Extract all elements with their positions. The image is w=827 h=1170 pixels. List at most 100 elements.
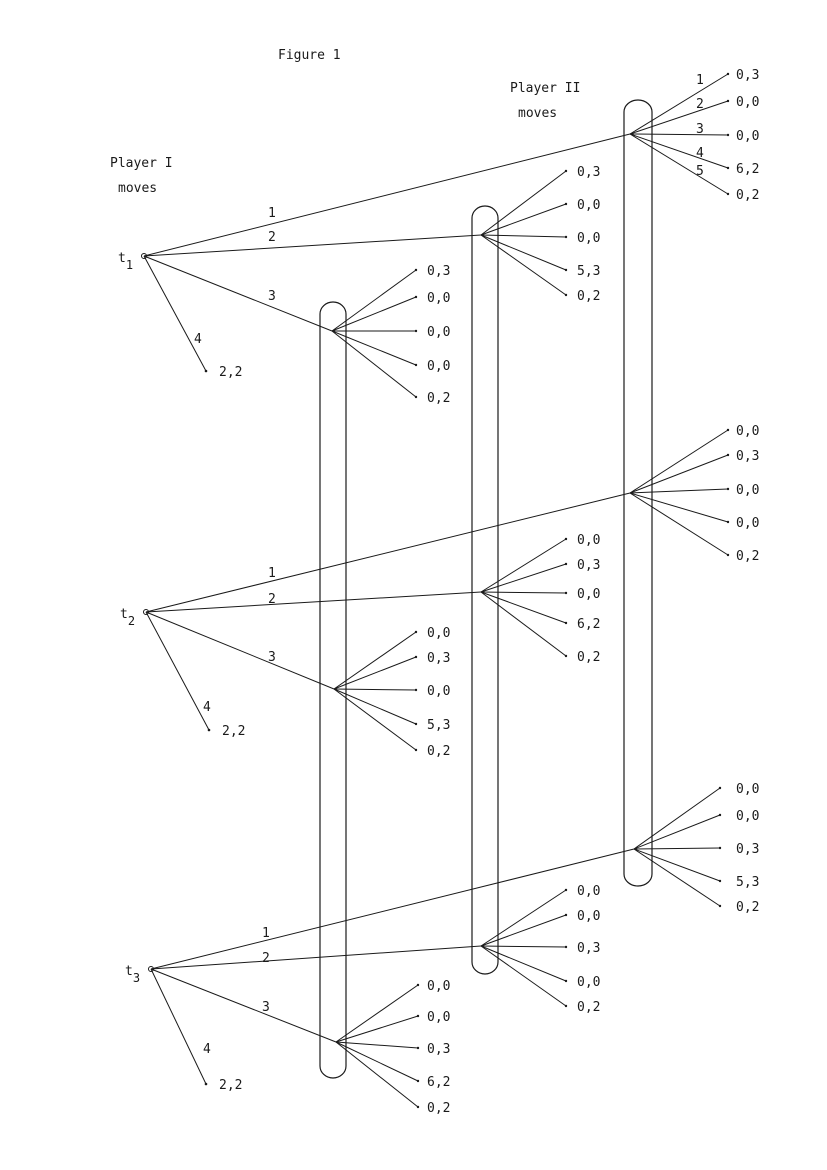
payoff-label: 5,3 <box>577 264 600 279</box>
payoff-label: 2,2 <box>219 365 242 380</box>
terminal-node <box>564 945 568 949</box>
response-edge <box>335 1041 419 1049</box>
payoff-label: 0,2 <box>577 289 600 304</box>
payoff-label: 0,0 <box>427 359 450 374</box>
response-edge <box>633 848 721 907</box>
payoff-label: 0,3 <box>736 842 759 857</box>
payoff-label: 6,2 <box>427 1075 450 1090</box>
response-edge <box>480 538 567 593</box>
response-edge <box>480 591 567 594</box>
response-edge <box>629 488 729 494</box>
terminal-node <box>414 630 418 634</box>
terminal-node <box>564 293 568 297</box>
branch-label-2: 2 <box>696 97 704 112</box>
payoff-label: 0,3 <box>736 449 759 464</box>
terminal-node <box>564 1004 568 1008</box>
payoff-label: 0,2 <box>427 1101 450 1116</box>
payoff-label: 0,2 <box>736 900 759 915</box>
player2-label-line1: Player II <box>510 81 580 96</box>
move-label-4: 4 <box>203 700 211 715</box>
terminal-node <box>718 786 722 790</box>
move-label-3: 3 <box>262 1000 270 1015</box>
response-edge <box>333 688 417 751</box>
move-label-2: 2 <box>262 951 270 966</box>
move-label-2: 2 <box>268 230 276 245</box>
player1-label: Player I moves <box>110 156 173 196</box>
terminal-node <box>416 1014 420 1018</box>
terminal-node <box>414 748 418 752</box>
payoff-label: 0,0 <box>736 424 759 439</box>
response-edge <box>335 1015 419 1043</box>
terminal-node <box>564 202 568 206</box>
response-edge <box>633 847 721 850</box>
information-set-a <box>623 99 653 887</box>
edge-t1-move-3 <box>143 255 333 332</box>
terminal-node <box>726 192 730 196</box>
payoff-label: 0,2 <box>736 188 759 203</box>
response-edge <box>633 787 721 850</box>
branch-label-3: 3 <box>696 122 704 137</box>
edge-t2-move-2 <box>145 591 482 613</box>
response-edge <box>480 945 567 948</box>
payoff-label: 0,0 <box>427 979 450 994</box>
payoff-label: 0,3 <box>427 651 450 666</box>
payoff-label: 0,0 <box>427 325 450 340</box>
payoff-label: 5,3 <box>427 718 450 733</box>
response-edge <box>480 945 567 982</box>
terminal-node <box>564 913 568 917</box>
terminal-node <box>564 537 568 541</box>
move-label-1: 1 <box>268 206 276 221</box>
move-label-1: 1 <box>268 566 276 581</box>
branch-label-5: 5 <box>696 164 704 179</box>
edge-t2-move-1 <box>145 492 631 613</box>
response-edge <box>629 492 729 556</box>
payoff-label: 0,0 <box>577 909 600 924</box>
terminal-node <box>414 688 418 692</box>
terminal-node <box>718 813 722 817</box>
response-edge <box>629 133 729 136</box>
payoff-label: 0,2 <box>736 549 759 564</box>
type-label-letter: t <box>120 607 128 622</box>
response-edge <box>633 814 721 850</box>
payoff-label: 5,3 <box>736 875 759 890</box>
payoff-label: 0,0 <box>427 1010 450 1025</box>
response-edge <box>629 133 729 195</box>
payoff-label: 0,0 <box>577 198 600 213</box>
information-set-c <box>319 301 347 1079</box>
player1-label-line2: moves <box>118 181 157 196</box>
type-label-subscript: 1 <box>126 258 133 272</box>
terminal-node <box>414 395 418 399</box>
response-edge <box>333 656 417 690</box>
response-edge <box>331 269 417 332</box>
terminal-node <box>416 1079 420 1083</box>
response-edge <box>335 1041 419 1108</box>
payoff-label: 0,2 <box>427 744 450 759</box>
edge-t1-move-2 <box>143 234 482 257</box>
figure-title: Figure 1 <box>278 48 341 63</box>
response-edge <box>335 984 419 1043</box>
terminal-node <box>414 295 418 299</box>
terminal-node <box>726 133 730 137</box>
move-label-4: 4 <box>203 1042 211 1057</box>
terminal-node <box>564 562 568 566</box>
response-edge <box>629 454 729 494</box>
branch-label-4: 4 <box>696 146 704 161</box>
terminal-node <box>726 520 730 524</box>
move-label-1: 1 <box>262 926 270 941</box>
edge-t2-move-3 <box>145 611 335 690</box>
type-label-t1: t1 <box>118 251 133 272</box>
payoff-label: 6,2 <box>736 162 759 177</box>
response-edge <box>480 234 567 238</box>
terminal-node <box>564 169 568 173</box>
move-label-2: 2 <box>268 592 276 607</box>
terminal-node <box>564 235 568 239</box>
terminal-node <box>564 979 568 983</box>
move-label-4: 4 <box>194 332 202 347</box>
edge-t1-move-1 <box>143 133 631 257</box>
response-edge <box>629 492 729 523</box>
response-edge <box>480 889 567 947</box>
response-edge <box>480 234 567 271</box>
type-label-letter: t <box>125 964 133 979</box>
terminal-node <box>564 888 568 892</box>
terminal-node <box>207 728 211 732</box>
